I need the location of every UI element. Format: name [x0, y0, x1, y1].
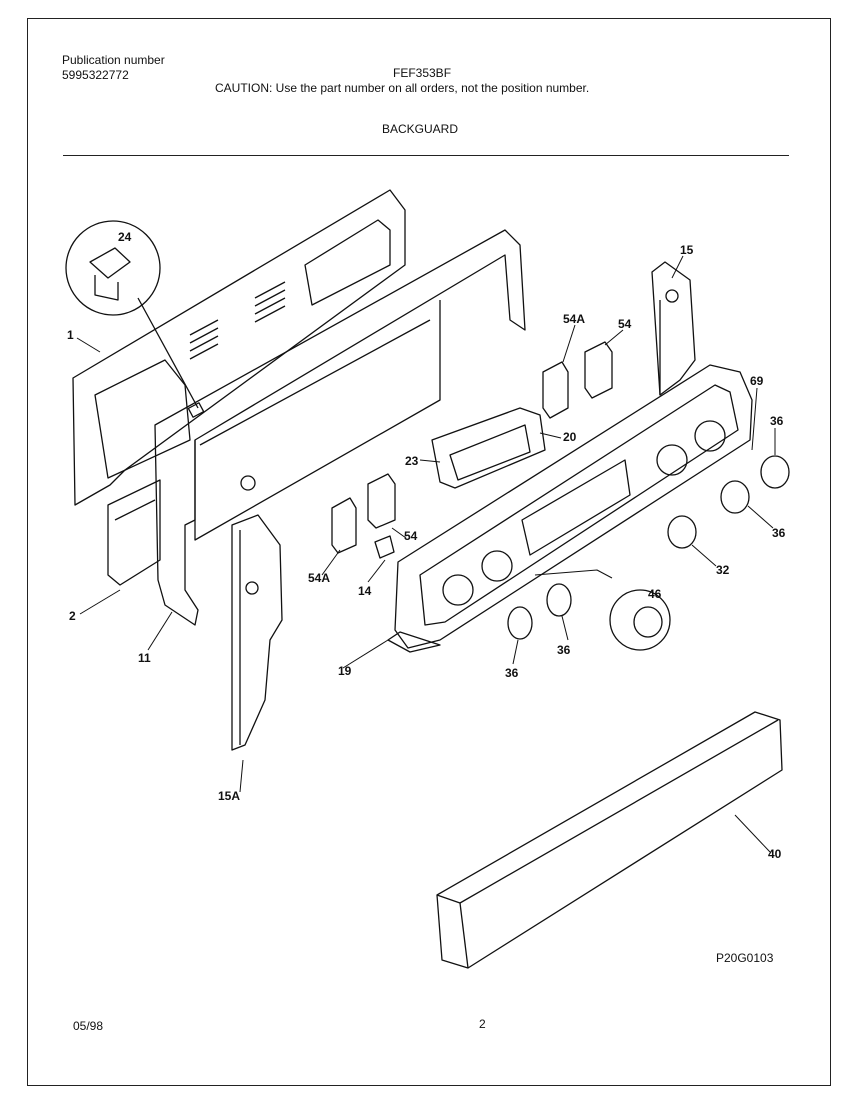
callout-46: 46	[648, 587, 662, 601]
drawing-code: P20G0103	[716, 951, 774, 965]
publication-label: Publication number	[62, 53, 165, 67]
switch-pair-top	[542, 341, 613, 419]
callout-19: 19	[338, 664, 352, 678]
model-number: FEF353BF	[393, 66, 452, 80]
callout-23: 23	[405, 454, 419, 468]
clock-control	[431, 407, 546, 489]
trim-strip	[436, 711, 783, 969]
callout-54-top: 54	[618, 317, 632, 331]
side-bracket-right	[651, 261, 696, 396]
switch-pair-bottom	[331, 473, 396, 559]
callout-11: 11	[138, 651, 151, 665]
callout-54a-top: 54A	[563, 312, 585, 326]
backguard-frame	[154, 229, 526, 626]
callout-1: 1	[67, 328, 74, 342]
callout-14: 14	[358, 584, 372, 598]
publication-number: 5995322772	[62, 68, 129, 82]
side-bracket-left	[231, 514, 283, 751]
callout-32: 32	[716, 563, 730, 577]
rocker-switch-detail	[65, 220, 199, 409]
page-number: 2	[479, 1017, 486, 1031]
callout-15a: 15A	[218, 789, 240, 803]
callout-69: 69	[750, 374, 764, 388]
header-rule	[63, 155, 789, 156]
callout-20: 20	[563, 430, 577, 444]
lower-bracket	[107, 479, 161, 586]
callout-36-right-bottom: 36	[772, 526, 786, 540]
leader-lines	[76, 255, 776, 853]
callout-54-bottom: 54	[404, 529, 418, 543]
callout-2: 2	[69, 609, 76, 623]
section-title: BACKGUARD	[382, 122, 459, 136]
knobs	[507, 455, 790, 651]
callout-36-bottom-left: 36	[505, 666, 519, 680]
control-panel	[387, 364, 753, 653]
callout-40: 40	[768, 847, 782, 861]
caution-note: CAUTION: Use the part number on all orde…	[215, 81, 590, 95]
page-border	[27, 18, 831, 1086]
footer-date: 05/98	[73, 1019, 104, 1033]
callout-24: 24	[118, 230, 132, 244]
callout-15: 15	[680, 243, 694, 257]
rear-panel	[72, 189, 406, 506]
callout-36-bottom-mid: 36	[557, 643, 571, 657]
callout-36-right-top: 36	[770, 414, 784, 428]
callout-54a-bottom: 54A	[308, 571, 330, 585]
